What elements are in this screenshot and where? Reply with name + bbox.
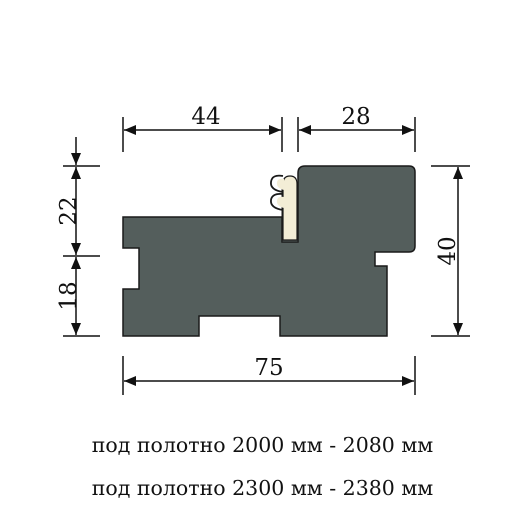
frame-profile-shape	[122, 165, 416, 337]
svg-text:18: 18	[56, 281, 82, 310]
svg-text:44: 44	[191, 104, 220, 130]
svg-text:22: 22	[56, 196, 82, 225]
caption-line-2: под полотно 2300 мм - 2380 мм	[91, 476, 434, 500]
dimension-left: 22 18	[56, 137, 100, 337]
rubber-seal	[270, 174, 299, 243]
caption-line-1: под полотно 2000 мм - 2080 мм	[91, 433, 434, 457]
svg-text:40: 40	[435, 236, 461, 265]
dimension-top-right: 28	[297, 104, 416, 152]
svg-text:75: 75	[254, 355, 283, 381]
dimension-top-left: 44	[122, 104, 283, 152]
dimension-right: 40	[431, 165, 470, 337]
svg-text:28: 28	[341, 104, 370, 130]
dimension-bottom: 75	[122, 355, 416, 395]
